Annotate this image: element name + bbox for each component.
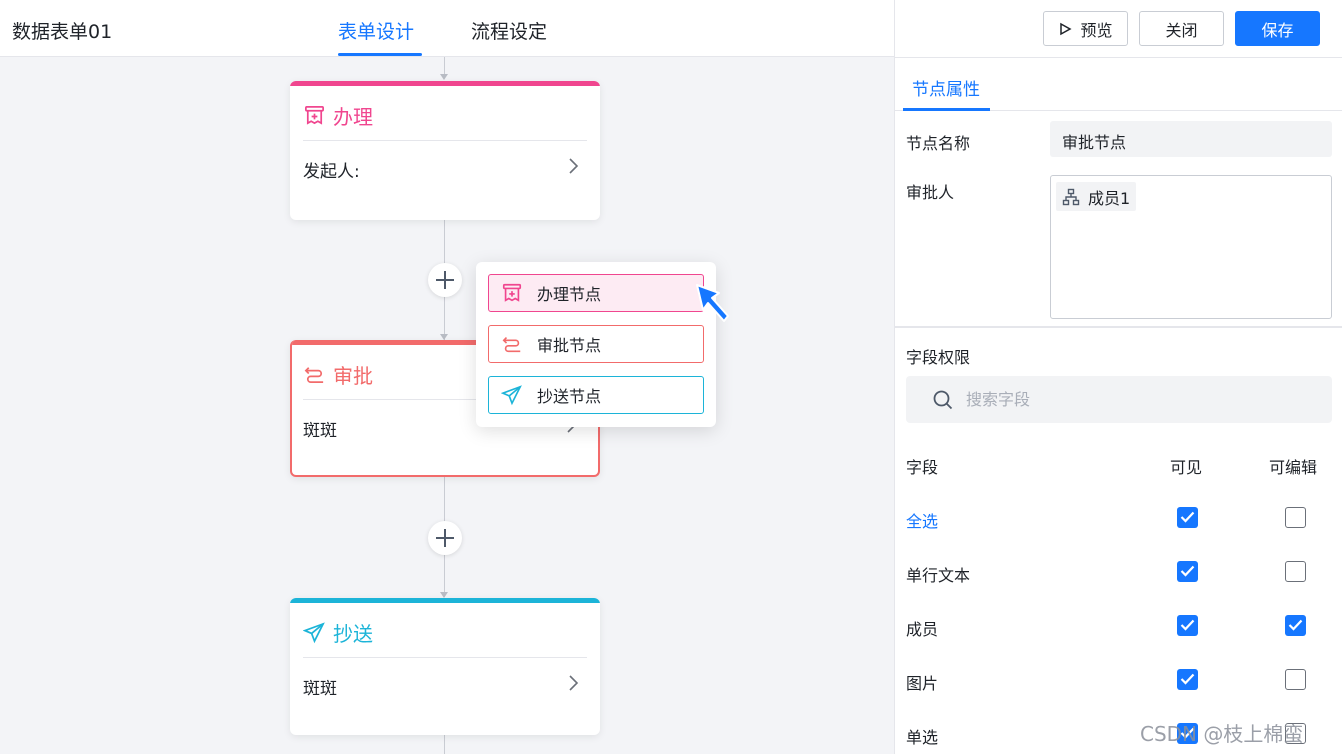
search-icon bbox=[933, 390, 953, 410]
node-divider bbox=[303, 140, 587, 141]
column-editable: 可编辑 bbox=[1269, 458, 1318, 477]
search-input[interactable] bbox=[966, 376, 1306, 423]
properties-panel: 预览 关闭 保存 节点属性 节点名称 审批节点 审批人 成员1 字段权限 字段 … bbox=[894, 0, 1342, 754]
visible-checkbox[interactable] bbox=[1177, 561, 1198, 582]
close-button[interactable]: 关闭 bbox=[1139, 11, 1224, 46]
node-name-field[interactable]: 审批节点 bbox=[1050, 121, 1332, 157]
connector-line bbox=[444, 57, 445, 77]
node-body: 斑斑 bbox=[303, 421, 337, 441]
divider bbox=[895, 57, 1342, 58]
node-header: 抄送 bbox=[303, 618, 373, 647]
app-title: 数据表单01 bbox=[12, 21, 113, 43]
save-button[interactable]: 保存 bbox=[1235, 11, 1320, 46]
menu-item-approve-node[interactable]: 审批节点 bbox=[488, 325, 704, 363]
tab-process-settings[interactable]: 流程设定 bbox=[471, 21, 548, 43]
editable-checkbox[interactable] bbox=[1285, 507, 1306, 528]
approver-select[interactable]: 成员1 bbox=[1050, 175, 1332, 319]
field-name: 图片 bbox=[906, 674, 939, 693]
menu-item-label: 办理节点 bbox=[537, 285, 602, 304]
node-divider bbox=[303, 399, 587, 400]
cc-node-icon bbox=[501, 385, 522, 406]
connector-line bbox=[444, 735, 445, 754]
column-visible: 可见 bbox=[1170, 458, 1203, 477]
field-name: 单选 bbox=[906, 728, 939, 747]
tab-form-design[interactable]: 表单设计 bbox=[338, 21, 415, 43]
node-name-label: 节点名称 bbox=[906, 134, 971, 153]
approver-label: 审批人 bbox=[906, 183, 955, 202]
connector-arrow bbox=[440, 74, 448, 80]
member-chip-label: 成员1 bbox=[1088, 188, 1131, 208]
preview-label: 预览 bbox=[1080, 20, 1113, 40]
visible-checkbox[interactable] bbox=[1177, 723, 1198, 744]
node-divider bbox=[303, 657, 587, 658]
tab-node-properties[interactable]: 节点属性 bbox=[912, 80, 980, 100]
handle-node-icon bbox=[502, 283, 522, 302]
node-header: 办理 bbox=[303, 101, 373, 130]
field-permissions-label: 字段权限 bbox=[906, 348, 971, 367]
editable-checkbox[interactable] bbox=[1285, 615, 1306, 636]
member-chip[interactable]: 成员1 bbox=[1056, 182, 1137, 211]
node-title: 抄送 bbox=[333, 622, 373, 646]
section-divider bbox=[895, 326, 1342, 328]
field-search[interactable] bbox=[906, 376, 1332, 423]
active-tab-indicator bbox=[903, 108, 990, 111]
editable-checkbox[interactable] bbox=[1285, 669, 1306, 690]
editable-checkbox[interactable] bbox=[1285, 561, 1306, 582]
add-node-menu: 办理节点 审批节点 抄送节点 bbox=[476, 262, 716, 427]
menu-item-label: 抄送节点 bbox=[537, 387, 602, 406]
approve-node-icon bbox=[304, 367, 324, 384]
active-tab-indicator bbox=[338, 53, 422, 56]
node-color-bar bbox=[292, 340, 598, 345]
field-name: 单行文本 bbox=[906, 566, 971, 585]
divider bbox=[895, 110, 1342, 111]
play-icon bbox=[1060, 22, 1073, 35]
menu-item-handle-node[interactable]: 办理节点 bbox=[488, 274, 704, 312]
add-node-button[interactable] bbox=[428, 263, 462, 297]
select-all-link[interactable]: 全选 bbox=[906, 512, 939, 531]
node-header: 审批 bbox=[303, 360, 373, 389]
node-body: 发起人: bbox=[303, 162, 360, 182]
editable-checkbox[interactable] bbox=[1285, 723, 1306, 744]
approve-node-icon bbox=[502, 336, 521, 353]
node-color-bar bbox=[290, 81, 600, 86]
visible-checkbox[interactable] bbox=[1177, 507, 1198, 528]
handle-node-icon bbox=[305, 106, 324, 125]
add-node-button[interactable] bbox=[428, 521, 462, 555]
menu-item-cc-node[interactable]: 抄送节点 bbox=[488, 376, 704, 414]
preview-button[interactable]: 预览 bbox=[1043, 11, 1128, 46]
node-color-bar bbox=[290, 598, 600, 603]
flow-node-cc[interactable]: 抄送 斑斑 bbox=[290, 598, 600, 735]
chevron-right-icon[interactable] bbox=[568, 674, 580, 692]
top-header: 数据表单01 表单设计 流程设定 bbox=[0, 0, 894, 57]
mouse-cursor-icon bbox=[696, 284, 729, 322]
node-title: 办理 bbox=[333, 105, 373, 129]
connector-arrow bbox=[440, 592, 448, 598]
chevron-right-icon[interactable] bbox=[568, 157, 580, 175]
cc-node-icon bbox=[303, 622, 325, 644]
field-name: 成员 bbox=[906, 620, 939, 639]
connector-arrow bbox=[440, 334, 448, 340]
column-field: 字段 bbox=[906, 458, 939, 477]
flow-canvas[interactable]: 办理 发起人: 审批 斑斑 抄送 斑 bbox=[0, 57, 894, 754]
visible-checkbox[interactable] bbox=[1177, 669, 1198, 690]
node-body: 斑斑 bbox=[303, 679, 337, 699]
node-title: 审批 bbox=[333, 364, 373, 388]
visible-checkbox[interactable] bbox=[1177, 615, 1198, 636]
flow-node-handle[interactable]: 办理 发起人: bbox=[290, 81, 600, 220]
org-structure-icon bbox=[1062, 188, 1080, 205]
menu-item-label: 审批节点 bbox=[537, 336, 602, 355]
